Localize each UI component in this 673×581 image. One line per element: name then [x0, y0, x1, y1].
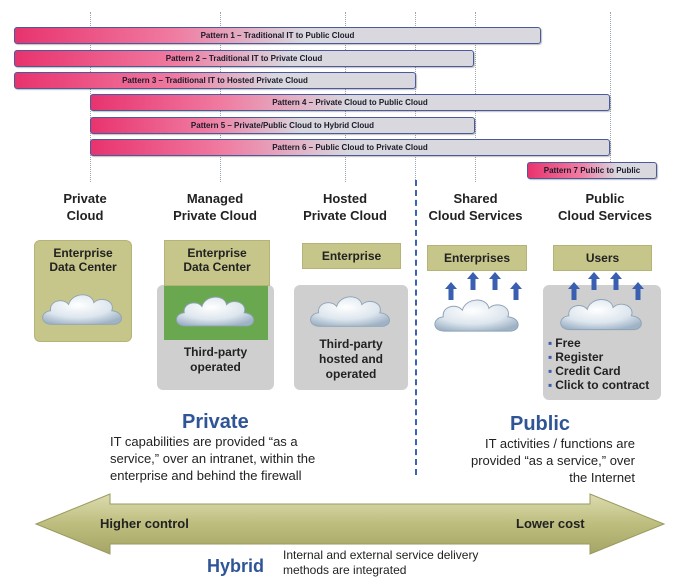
- public-heading: Public: [510, 413, 571, 435]
- private-public-divider: [415, 180, 417, 475]
- bullet-credit-card: Credit Card: [548, 364, 649, 378]
- pattern-label-5: Pattern 5 – Private/Public Cloud to Hybr…: [190, 121, 375, 130]
- cloud-icon-managed: [172, 288, 260, 334]
- bullet-register: Register: [548, 350, 649, 364]
- pattern-label-7: Pattern 7 Public to Public: [543, 166, 641, 175]
- pattern-bar-1: Pattern 1 – Traditional IT to Public Clo…: [14, 27, 541, 44]
- arrow-up-icon: [610, 272, 622, 290]
- cloud-icon-shared: [430, 290, 525, 340]
- enterprises-box: Enterprises: [427, 245, 527, 271]
- higher-control-label: Higher control: [100, 516, 189, 531]
- bullet-free: Free: [548, 336, 649, 350]
- users-box: Users: [553, 245, 652, 271]
- bullet-click-to-contract: Click to contract: [548, 378, 649, 392]
- enterprise-data-center-box-1: Enterprise Data Center: [34, 240, 132, 342]
- cloud-icon-private: [38, 285, 128, 333]
- hosted-caption: Third-party hosted and operated: [318, 337, 383, 381]
- cloud-icon-hosted: [306, 288, 396, 334]
- pattern-bar-5: Pattern 5 – Private/Public Cloud to Hybr…: [90, 117, 475, 134]
- pattern-bar-3: Pattern 3 – Traditional IT to Hosted Pri…: [14, 72, 416, 89]
- pattern-label-4: Pattern 4 – Private Cloud to Public Clou…: [272, 98, 428, 107]
- pattern-bar-4: Pattern 4 – Private Cloud to Public Clou…: [90, 94, 610, 111]
- pattern-label-3: Pattern 3 – Traditional IT to Hosted Pri…: [122, 76, 308, 85]
- arrow-up-icon: [467, 272, 479, 290]
- pattern-bar-2: Pattern 2 – Traditional IT to Private Cl…: [14, 50, 474, 67]
- pattern-bar-6: Pattern 6 – Public Cloud to Private Clou…: [90, 139, 610, 156]
- private-description: IT capabilities are provided “as a servi…: [110, 434, 316, 483]
- control-cost-arrow: [34, 493, 666, 555]
- cloud-icon-public: [556, 290, 648, 338]
- arrow-up-icon: [588, 272, 600, 290]
- pattern-bar-7: Pattern 7 Public to Public: [527, 162, 657, 179]
- arrow-up-icon: [489, 272, 501, 290]
- public-access-options: Free Register Credit Card Click to contr…: [548, 336, 649, 392]
- hybrid-heading: Hybrid: [207, 556, 265, 576]
- private-heading: Private: [182, 411, 249, 433]
- enterprise-data-center-box-2: Enterprise Data Center: [164, 240, 270, 286]
- enterprise-box-hosted: Enterprise: [302, 243, 401, 269]
- hybrid-description: Internal and external service delivery m…: [283, 548, 479, 577]
- lower-cost-label: Lower cost: [516, 516, 585, 531]
- managed-caption: Third-party operated: [183, 345, 248, 374]
- pattern-label-1: Pattern 1 – Traditional IT to Public Clo…: [200, 31, 355, 40]
- pattern-label-6: Pattern 6 – Public Cloud to Private Clou…: [272, 143, 428, 152]
- guide-line-6: [610, 12, 611, 162]
- pattern-label-2: Pattern 2 – Traditional IT to Private Cl…: [165, 54, 323, 63]
- public-description: IT activities / functions are provided “…: [470, 436, 635, 485]
